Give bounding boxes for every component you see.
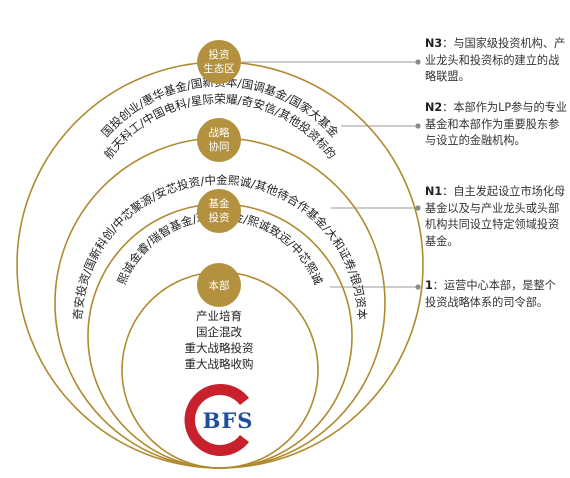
logo-ring-icon <box>184 383 249 456</box>
connector-lines <box>242 59 421 290</box>
description-text-n2: ：本部作为LP参与的专业基金和本部作为重要股东参与设立的金融机构。 <box>425 101 568 147</box>
core-item: 重大战略收购 <box>185 357 254 371</box>
badge-n2-line1: 战略 <box>209 126 230 139</box>
badge-n2-line2: 协同 <box>209 140 230 153</box>
level-label-n1: N1 <box>425 185 443 198</box>
description-base: 1：运营中心本部，是整个投资战略体系的司令部。 <box>425 278 567 311</box>
badge-n1-line2: 投资 <box>209 211 230 224</box>
badge-n3-line1: 投资 <box>209 48 230 61</box>
badge-n3: 投资 生态区 <box>197 40 241 84</box>
description-n1: N1：自主发起设立市场化母基金以及与产业龙头或头部机构共同设立特定领域投资基金。 <box>425 184 567 250</box>
badge-base-line1: 本部 <box>209 279 230 292</box>
description-text-n1: ：自主发起设立市场化母基金以及与产业龙头或头部机构共同设立特定领域投资基金。 <box>425 185 566 248</box>
level-label-n2: N2 <box>425 101 443 114</box>
badge-n1-line1: 基金 <box>209 197 230 210</box>
core-item: 国企混改 <box>196 325 242 339</box>
bfs-logo: BFS <box>184 383 256 456</box>
description-text-n3: ：与国家级投资机构、产业龙头和投资标的建立的战略联盟。 <box>425 37 566 83</box>
core-item: 重大战略投资 <box>185 341 254 355</box>
logo-text: BFS <box>203 408 254 433</box>
level-label-base: 1 <box>425 279 433 292</box>
badge-n3-line2: 生态区 <box>203 62 235 75</box>
description-n3: N3：与国家级投资机构、产业龙头和投资标的建立的战略联盟。 <box>425 36 567 86</box>
core-items: 产业培育 国企混改 重大战略投资 重大战略收购 <box>185 309 254 371</box>
badge-base: 本部 <box>197 263 241 307</box>
description-text-base: ：运营中心本部，是整个投资战略体系的司令部。 <box>425 279 556 309</box>
core-item: 产业培育 <box>196 309 242 323</box>
badge-n1: 基金 投资 <box>197 189 241 233</box>
level-label-n3: N3 <box>425 37 443 50</box>
description-n2: N2：本部作为LP参与的专业基金和本部作为重要股东参与设立的金融机构。 <box>425 100 567 150</box>
badge-n2: 战略 协同 <box>197 118 241 162</box>
